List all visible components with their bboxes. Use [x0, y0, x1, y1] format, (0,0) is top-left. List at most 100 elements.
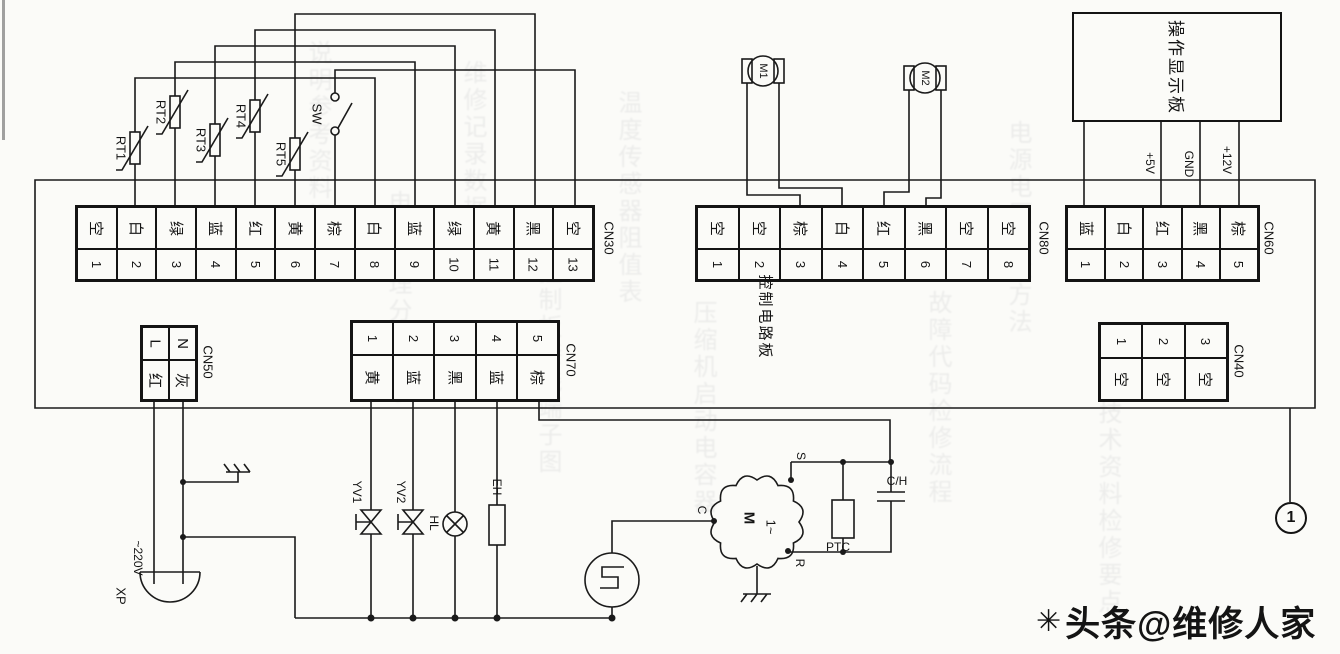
cn60-label: CN60 [1261, 221, 1277, 255]
cn60-pin-color: 黑 [1181, 207, 1220, 249]
eh-symbol [488, 504, 506, 546]
cn50-pin-color: 灰 [169, 360, 196, 400]
cn60-pin-number: 5 [1219, 249, 1259, 280]
cn80-pin-color: 红 [863, 207, 905, 249]
cn70-pin-number: 3 [434, 322, 476, 355]
cn50-label: CN50 [200, 345, 216, 379]
cn70-pin-color: 棕 [516, 355, 559, 400]
cn30-pin-number: 5 [235, 249, 276, 280]
cn80-pin-color: 空 [946, 207, 988, 249]
ptc-label: PTC [826, 540, 850, 554]
cn30-pin-number: 11 [473, 249, 514, 280]
s-terminal-label: S [794, 451, 808, 461]
cn30-pin-color: 空 [553, 207, 593, 249]
cn70-pin-color: 蓝 [475, 355, 517, 400]
cn30-pin-number: 10 [434, 249, 474, 280]
plus5v-label: +5V [1143, 152, 1157, 174]
rt4-symbol [249, 99, 261, 133]
rt2-label: RT2 [153, 99, 169, 125]
cn40-pin-number: 2 [1142, 324, 1185, 358]
cn80-pin-number: 4 [821, 249, 863, 280]
gnd-label: GND [1182, 150, 1196, 178]
cn40-pin-number: 3 [1184, 324, 1227, 358]
cn30-pin-color: 红 [235, 207, 276, 249]
cn40-pin-color: 空 [1142, 358, 1185, 400]
cn80-pin-color: 空 [738, 207, 780, 249]
display-board-box: 操作显示板 [1072, 12, 1282, 122]
brand-watermark-text: 头条@维修人家 [1065, 605, 1317, 644]
cn80-pin-color: 空 [987, 207, 1029, 249]
cn80-pin-color: 黑 [904, 207, 946, 249]
display-board-label: 操作显示板 [1165, 19, 1185, 115]
cn60-pin-number: 1 [1067, 249, 1106, 280]
ground-symbol-compressor [740, 566, 771, 603]
display-board-wiring [1083, 122, 1240, 205]
xp-label: XP [113, 587, 129, 605]
compressor-m-label: M [740, 511, 758, 525]
compressor-circuit [584, 461, 905, 608]
cn30-pin-color: 棕 [315, 207, 355, 249]
cn80-pin-number: 1 [697, 249, 739, 280]
cn80-pin-color: 棕 [780, 207, 822, 249]
plus12v-label: +12V [1220, 145, 1234, 175]
cn40-pin-color: 空 [1100, 358, 1143, 400]
c-terminal-label: C [695, 505, 709, 515]
yv1-symbol [355, 509, 383, 535]
cn60-pin-number: 4 [1181, 249, 1220, 280]
yv2-symbol [397, 509, 425, 535]
cn60-pin-color: 白 [1105, 207, 1144, 249]
sw-label: SW [309, 103, 325, 125]
mains-wiring [139, 400, 251, 603]
scan-edge-artifact [2, 0, 5, 140]
cn30-pin-color: 黄 [473, 207, 514, 249]
cn30-pin-number: 1 [77, 249, 117, 280]
snowflake-logo-icon: ✳ [1036, 605, 1062, 638]
bleed-text: 故障代码检修流程 [924, 290, 951, 506]
yv1-label: YV1 [350, 480, 364, 504]
cn40-label: CN40 [1231, 344, 1247, 378]
cn30-pin-color: 黄 [275, 207, 316, 249]
rt1-symbol [129, 131, 141, 165]
cn30-pin-number: 9 [394, 249, 435, 280]
cn80-pin-number: 8 [987, 249, 1029, 280]
cn80-label: CN80 [1036, 221, 1052, 255]
m1-label: M1 [757, 63, 769, 79]
control-board-label: 控制电路板 [756, 274, 774, 360]
cn70-pin-number: 5 [516, 322, 559, 355]
ptc-symbol [831, 499, 855, 539]
rt5-label: RT5 [273, 141, 289, 167]
cn30-pin-number: 6 [275, 249, 316, 280]
cn30-pin-number: 4 [196, 249, 236, 280]
cn80-pin-number: 7 [946, 249, 988, 280]
cn30-pin-color: 绿 [156, 207, 197, 249]
page-reference-number: 1 [1286, 509, 1296, 526]
ground-symbol-left [183, 463, 251, 483]
junction-dots [180, 459, 894, 622]
cn80-pin-number: 5 [863, 249, 905, 280]
sw-symbol [330, 92, 353, 136]
cn50-pin-color: 红 [142, 360, 169, 400]
main-loop-wiring [34, 179, 1316, 502]
cn80-pin-color: 白 [821, 207, 863, 249]
cn70-pin-color: 黑 [434, 355, 476, 400]
r-terminal-label: R [793, 558, 807, 568]
cn30-pin-color: 空 [77, 207, 117, 249]
rt3-symbol [209, 123, 221, 157]
cn30-pin-number: 3 [156, 249, 197, 280]
m1-symbol [741, 55, 843, 205]
load-wiring [183, 400, 891, 619]
cn70-label: CN70 [563, 343, 579, 377]
page-reference-circle: 1 [1275, 502, 1307, 534]
cn30-pin-color: 蓝 [394, 207, 435, 249]
cn60-pin-color: 蓝 [1067, 207, 1106, 249]
rt1-label: RT1 [113, 135, 129, 161]
cn50-terminal: N [169, 327, 196, 360]
rt2-symbol [169, 95, 181, 129]
cn30-pin-color: 白 [354, 207, 395, 249]
cn30-pin-number: 12 [513, 249, 554, 280]
cn30-pin-color: 绿 [434, 207, 474, 249]
